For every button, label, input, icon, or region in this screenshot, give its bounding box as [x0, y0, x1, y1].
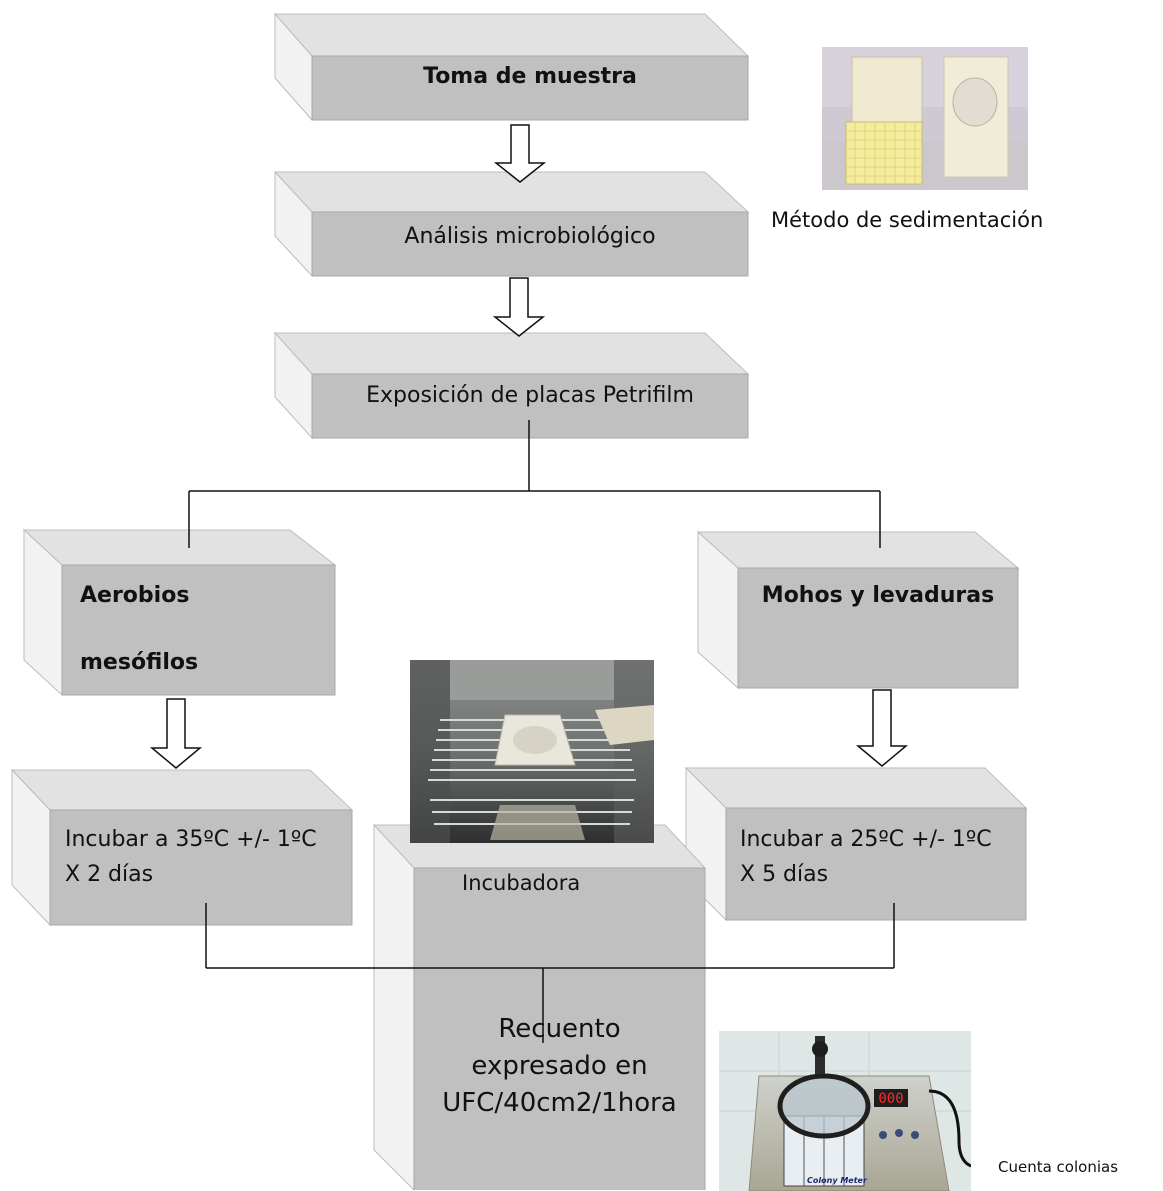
incubator-caption: Incubadora [462, 871, 581, 895]
label-count-line3: UFC/40cm2/1hora [442, 1088, 677, 1118]
label-aerobes-line1: Aerobios [80, 583, 190, 608]
label-incubate-aerobes-line1: Incubar a 35ºC +/- 1ºC [65, 827, 317, 852]
colony-counter-caption: Cuenta colonias [998, 1158, 1119, 1176]
label-aerobes-line2: mesófilos [80, 650, 199, 675]
label-sampling: Toma de muestra [423, 64, 637, 89]
box-analysis [273, 170, 750, 278]
colony-counter-photo: 000 Colony Meter [719, 1031, 971, 1191]
incubator-photo [410, 660, 654, 843]
box-molds [696, 530, 1020, 690]
sedimentation-photo [822, 47, 1028, 190]
label-molds: Mohos y levaduras [761, 583, 995, 608]
box-incubate-molds [684, 766, 1028, 922]
box-exposure [273, 331, 750, 440]
box-count [372, 823, 707, 1190]
counter-display: 000 [878, 1091, 903, 1107]
box-incubate-aerobes [10, 768, 354, 927]
down-arrow-2 [492, 277, 546, 337]
label-count-line2: expresado en [471, 1051, 648, 1081]
sedimentation-caption: Método de sedimentación [771, 208, 1044, 232]
box-sampling [273, 12, 750, 122]
label-incubate-aerobes-line2: X 2 días [65, 862, 154, 887]
label-count-line1: Recuento [498, 1014, 621, 1044]
label-exposure: Exposición de placas Petrifilm [366, 383, 694, 408]
label-incubate-molds-line2: X 5 días [740, 862, 829, 887]
down-arrow-3 [149, 698, 203, 769]
label-analysis: Análisis microbiológico [404, 224, 656, 249]
counter-brand: Colony Meter [807, 1176, 868, 1185]
box-aerobes [22, 528, 337, 697]
connector-lines [188, 420, 895, 1043]
down-arrow-4 [855, 689, 909, 767]
label-incubate-molds-line1: Incubar a 25ºC +/- 1ºC [740, 827, 992, 852]
down-arrow-1 [493, 124, 547, 183]
